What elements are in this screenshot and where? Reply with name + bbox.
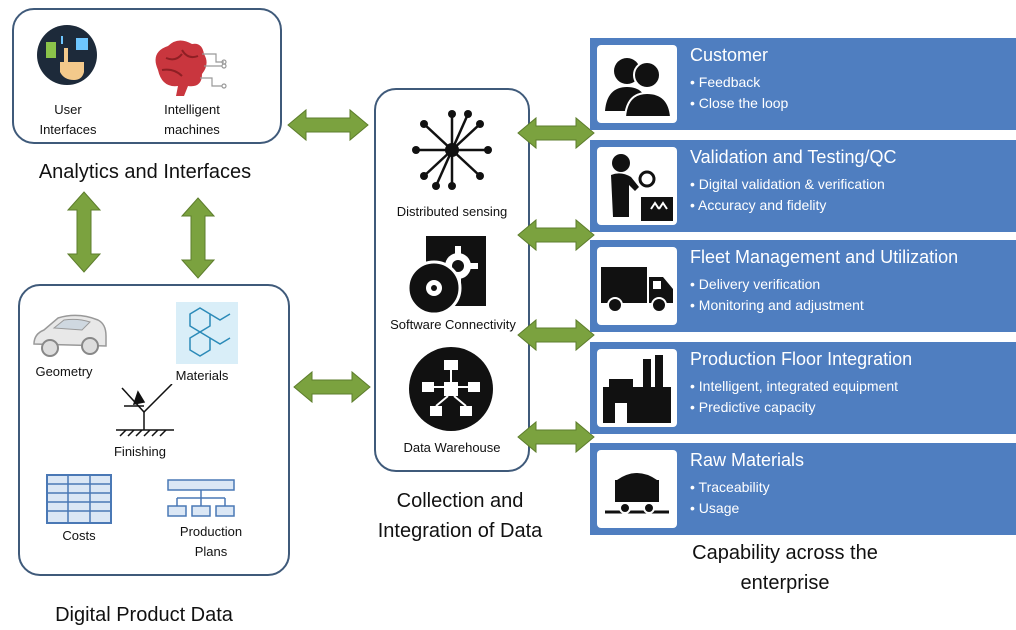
- factory-icon: [603, 355, 671, 423]
- arrow-collection-fleet: [517, 318, 595, 352]
- geometry-label: Geometry: [35, 364, 93, 379]
- arrow-collection-customer: [517, 116, 595, 150]
- arrow-collection-validation: [517, 218, 595, 252]
- touch-interface-icon: [37, 25, 97, 85]
- network-hub-icon: [412, 110, 492, 190]
- brain-icon: [155, 40, 227, 96]
- card-bullet: Accuracy and fidelity: [690, 195, 885, 216]
- card-bullet: Traceability: [690, 477, 770, 498]
- card-bullet: Monitoring and adjustment: [690, 295, 864, 316]
- software-gear-disc-icon: [406, 236, 486, 316]
- card-customer: Customer Feedback Close the loop: [590, 38, 1016, 130]
- card-bullets: Traceability Usage: [690, 477, 770, 519]
- card-bullet: Digital validation & verification: [690, 174, 885, 195]
- arrow-analytics-product-left: [66, 191, 102, 273]
- org-chart-icon: [167, 479, 235, 517]
- distributed-sensing-label: Distributed sensing: [396, 204, 508, 219]
- software-connectivity-label: Software Connectivity: [390, 317, 516, 332]
- arrow-analytics-collection: [287, 108, 369, 142]
- card-bullets: Feedback Close the loop: [690, 72, 789, 114]
- data-warehouse-label: Data Warehouse: [403, 440, 501, 455]
- card-production-picture: [597, 349, 677, 427]
- spreadsheet-icon: [46, 474, 112, 524]
- card-fleet: Fleet Management and Utilization Deliver…: [590, 240, 1016, 332]
- card-bullets: Digital validation & verification Accura…: [690, 174, 885, 216]
- card-title: Customer: [690, 45, 769, 65]
- card-bullets: Intelligent, integrated equipment Predic…: [690, 376, 898, 418]
- card-title: Fleet Management and Utilization: [690, 247, 959, 267]
- data-warehouse-icon: [409, 347, 493, 431]
- card-validation: Validation and Testing/QC Digital valida…: [590, 140, 1016, 232]
- card-validation-picture: [597, 147, 677, 225]
- card-bullet: Delivery verification: [690, 274, 864, 295]
- card-fleet-picture: [597, 247, 677, 325]
- card-bullets: Delivery verification Monitoring and adj…: [690, 274, 864, 316]
- card-raw-materials: Raw Materials Traceability Usage: [590, 443, 1016, 535]
- card-production: Production Floor Integration Intelligent…: [590, 342, 1016, 434]
- card-customer-picture: [597, 45, 677, 123]
- card-bullet: Intelligent, integrated equipment: [690, 376, 898, 397]
- surface-finish-icon: [116, 384, 174, 437]
- card-bullet: Feedback: [690, 72, 788, 93]
- card-bullet: Predictive capacity: [690, 397, 898, 418]
- card-bullet: Usage: [690, 498, 770, 519]
- molecule-icon: [176, 302, 238, 364]
- card-raw-materials-picture: [597, 450, 677, 528]
- arrow-analytics-product-right: [180, 197, 216, 279]
- product-data-title: Digital Product Data: [55, 604, 233, 626]
- finishing-label: Finishing: [113, 444, 167, 459]
- arrow-collection-production: [517, 420, 595, 454]
- costs-label: Costs: [62, 528, 96, 543]
- materials-label: Materials: [175, 368, 229, 383]
- card-title: Validation and Testing/QC: [690, 147, 897, 167]
- car-icon: [33, 314, 107, 357]
- mine-cart-icon: [605, 473, 669, 514]
- people-icon: [605, 58, 673, 118]
- arrow-product-collection: [293, 370, 371, 404]
- card-title: Raw Materials: [690, 450, 805, 470]
- truck-icon: [601, 267, 673, 313]
- card-title: Production Floor Integration: [690, 349, 913, 369]
- card-bullet: Close the loop: [690, 93, 789, 114]
- analytics-title: Analytics and Interfaces: [38, 161, 252, 183]
- inspector-icon: [611, 154, 673, 221]
